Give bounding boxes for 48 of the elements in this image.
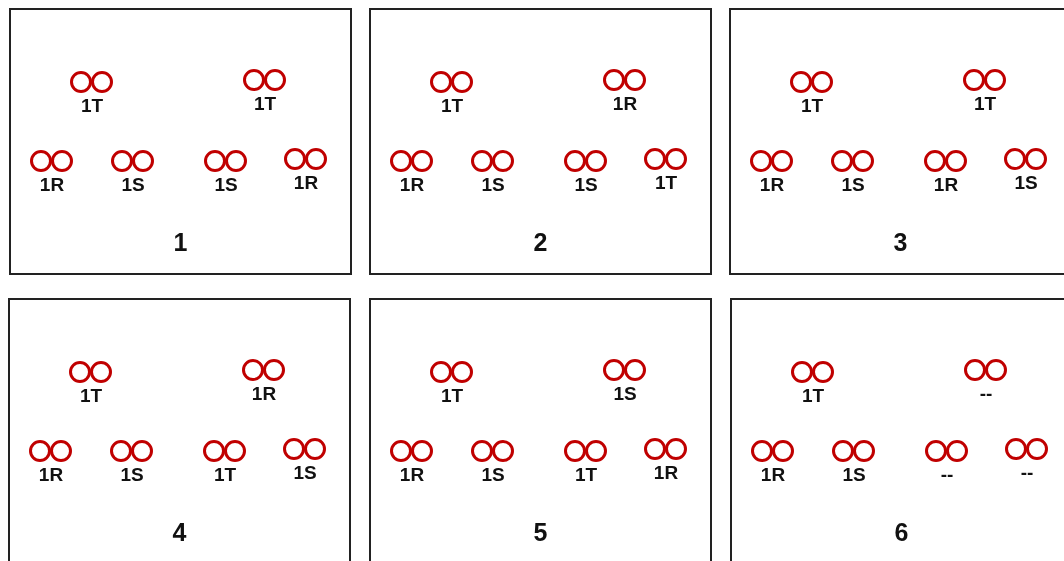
panel-number: 3: [893, 228, 908, 257]
panel-number: 5: [533, 518, 548, 547]
ring-label: 1S: [121, 175, 145, 195]
ring-label: 1R: [933, 175, 959, 195]
ring-label: 1S: [842, 465, 866, 485]
ring-label: --: [940, 465, 954, 485]
panel-box: [369, 8, 712, 275]
ring-label: 1R: [399, 175, 425, 195]
ring-label: 1R: [759, 175, 785, 195]
panel-box: [8, 298, 351, 561]
panel-box: [9, 8, 352, 275]
ring-label: 1T: [800, 96, 824, 116]
ring-label: 1T: [79, 386, 103, 406]
ring-label: 1T: [80, 96, 104, 116]
ring-label: 1S: [481, 175, 505, 195]
ring-label: 1R: [38, 465, 64, 485]
ring-label: 1T: [973, 94, 997, 114]
ring-label: 1S: [613, 384, 637, 404]
ring-label: 1T: [213, 465, 237, 485]
ring-label: 1R: [293, 173, 319, 193]
ring-label: 1R: [251, 384, 277, 404]
ring-label: 1S: [293, 463, 317, 483]
ring-label: 1R: [760, 465, 786, 485]
ring-label: --: [979, 384, 993, 404]
panel-number: 1: [173, 228, 188, 257]
ring-label: 1T: [440, 96, 464, 116]
ring-label: 1R: [653, 463, 679, 483]
ring-label: 1R: [39, 175, 65, 195]
ring-label: 1R: [612, 94, 638, 114]
ring-label: 1T: [801, 386, 825, 406]
ring-label: 1T: [253, 94, 277, 114]
ring-label: 1S: [214, 175, 238, 195]
ring-label: --: [1020, 463, 1034, 483]
panel-box: [729, 8, 1064, 275]
ring-label: 1T: [440, 386, 464, 406]
panel-number: 6: [894, 518, 909, 547]
panel-number: 2: [533, 228, 548, 257]
panel-number: 4: [172, 518, 187, 547]
ring-label: 1S: [841, 175, 865, 195]
panel-box: [730, 298, 1064, 561]
ring-label: 1S: [120, 465, 144, 485]
ring-label: 1R: [399, 465, 425, 485]
ring-label: 1S: [481, 465, 505, 485]
ring-label: 1S: [1014, 173, 1038, 193]
ring-label: 1S: [574, 175, 598, 195]
panel-box: [369, 298, 712, 561]
ring-label: 1T: [654, 173, 678, 193]
ring-label: 1T: [574, 465, 598, 485]
